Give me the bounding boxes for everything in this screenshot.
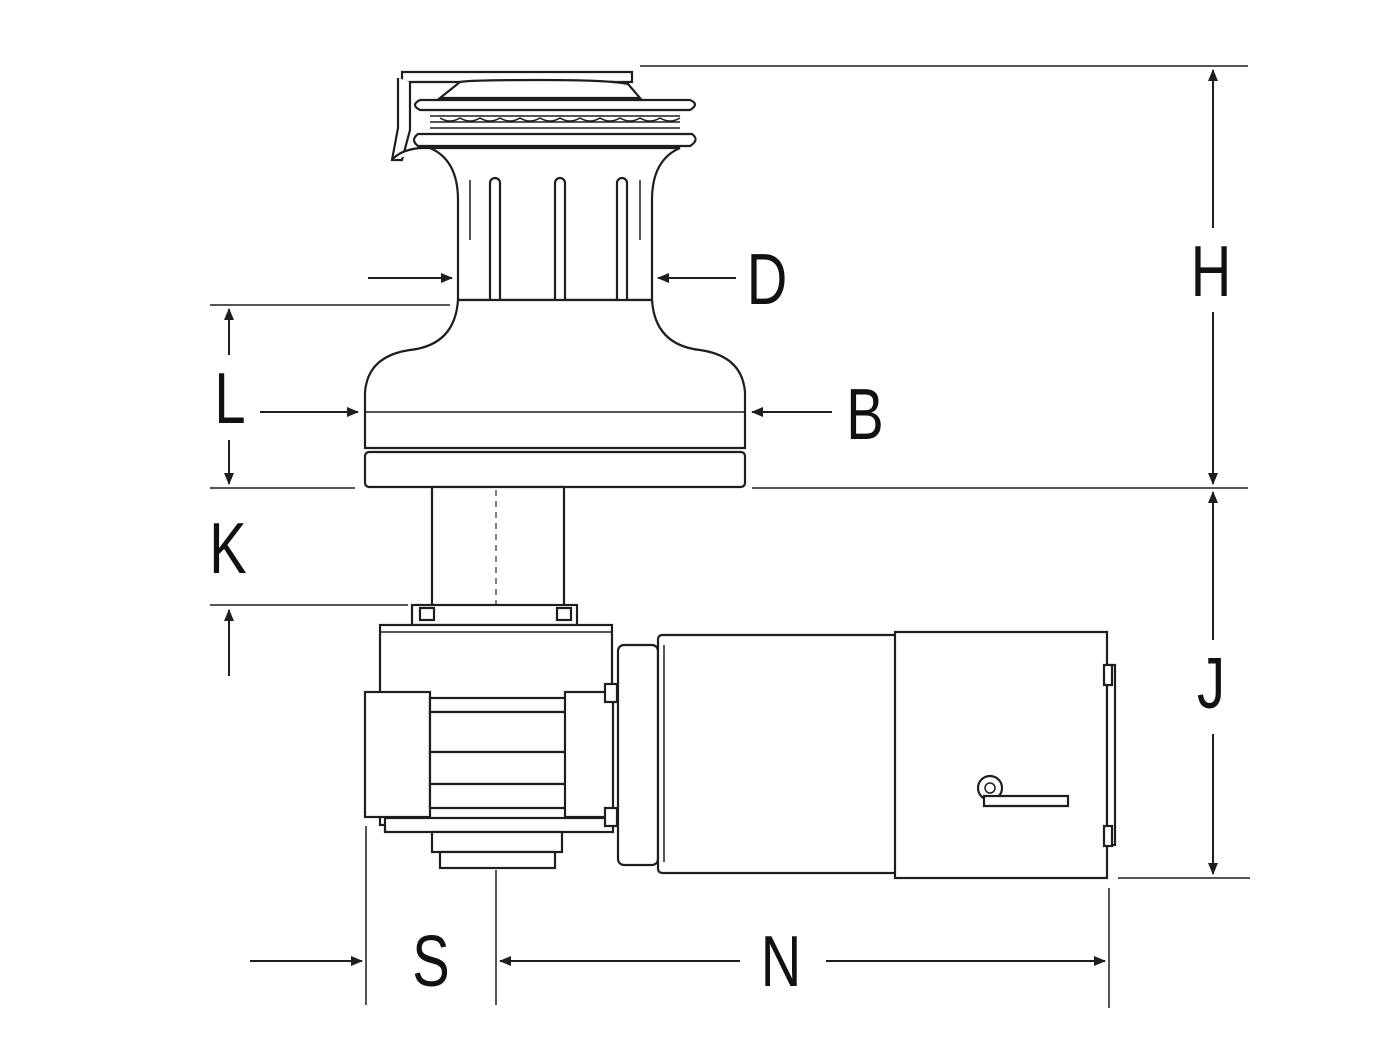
label-H: H — [1191, 231, 1232, 311]
label-J: J — [1197, 643, 1225, 723]
label-B: B — [846, 374, 883, 454]
label-L: L — [214, 358, 245, 438]
self-tailer — [390, 70, 697, 162]
winch-drawing — [363, 70, 1117, 880]
winch-stem — [410, 485, 579, 627]
winch-drum — [429, 146, 681, 308]
dimension-lines — [210, 65, 1250, 1008]
winch-base — [363, 298, 747, 489]
electric-motor — [616, 630, 1117, 880]
label-S: S — [412, 921, 449, 1001]
label-N: N — [761, 921, 802, 1001]
label-D: D — [747, 239, 788, 319]
dimension-labels: H D L B K J S N — [209, 231, 1231, 1001]
gearbox — [363, 623, 619, 870]
label-K: K — [209, 508, 246, 588]
